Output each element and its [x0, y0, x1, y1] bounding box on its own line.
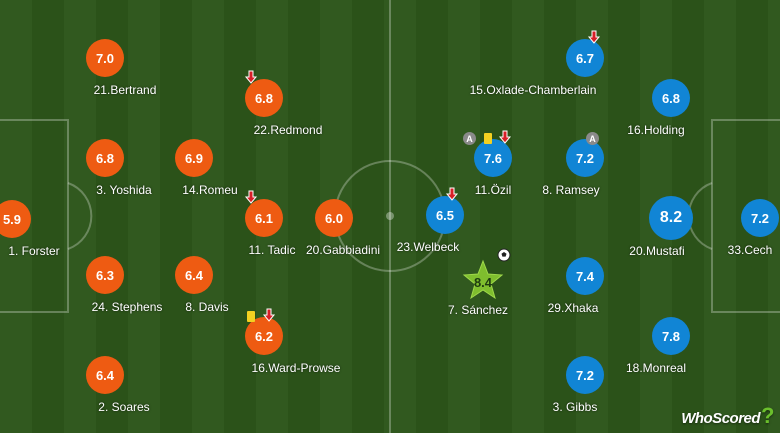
player-label: 29.Xhaka [547, 301, 599, 315]
rating-badge: 6.3 [86, 256, 124, 294]
whoscored-logo: WhoScored? [681, 403, 774, 428]
rating-badge: 6.7 [566, 39, 604, 77]
yellow-card-icon [484, 133, 492, 144]
substitution-arrow-icon [244, 190, 258, 204]
player-label: 22.Redmond [253, 123, 323, 137]
player-label: 23.Welbeck [396, 240, 460, 254]
rating-value: 8.4 [473, 274, 493, 290]
player-label: 20.Gabbiadini [305, 243, 381, 257]
player-label: 1. Forster [8, 244, 60, 258]
rating-badge: 6.8 [86, 139, 124, 177]
player-label: 2. Soares [98, 400, 150, 414]
rating-badge: 6.5 [426, 196, 464, 234]
yellow-card-icon [247, 311, 255, 322]
man-of-the-match: 8.4 [462, 259, 504, 301]
rating-badge: 6.9 [175, 139, 213, 177]
player-label: 20.Mustafi [629, 244, 685, 258]
player-label: 16.Ward-Prowse [251, 361, 341, 375]
rating-badge: 7.6 [474, 139, 512, 177]
player-label: 3. Gibbs [552, 400, 598, 414]
player-label: 8. Ramsey [542, 183, 600, 197]
star-icon [462, 259, 504, 300]
substitution-arrow-icon [498, 130, 512, 144]
rating-badge: 6.8 [652, 79, 690, 117]
captain-icon: A [586, 132, 599, 145]
rating-badge: 6.4 [86, 356, 124, 394]
player-label: 11.Özil [474, 183, 512, 197]
rating-badge: 6.1 [245, 199, 283, 237]
rating-badge: 7.2 [566, 356, 604, 394]
rating-badge: 7.0 [86, 39, 124, 77]
football-icon [497, 248, 511, 262]
player-label: 15.Oxlade-Chamberlain [469, 83, 597, 97]
rating-badge: 7.8 [652, 317, 690, 355]
rating-badge: 7.2 [566, 139, 604, 177]
player-label: 24. Stephens [91, 300, 163, 314]
rating-badge: 5.9 [0, 200, 31, 238]
player-label: 7. Sánchez [447, 303, 509, 317]
rating-badge: 6.4 [175, 256, 213, 294]
substitution-arrow-icon [262, 308, 276, 322]
rating-badge: 8.2 [649, 196, 693, 240]
player-label: 3. Yoshida [96, 183, 152, 197]
player-label: 21.Bertrand [93, 83, 157, 97]
player-label: 18.Monreal [625, 361, 687, 375]
substitution-arrow-icon [244, 70, 258, 84]
player-label: 11. Tadic [248, 243, 296, 257]
substitution-arrow-icon [445, 187, 459, 201]
player-label: 16.Holding [627, 123, 685, 137]
rating-badge: 6.0 [315, 199, 353, 237]
player-label: 14.Romeu [182, 183, 238, 197]
rating-badge: 6.8 [245, 79, 283, 117]
rating-badge: 7.2 [741, 199, 779, 237]
substitution-arrow-icon [587, 30, 601, 44]
rating-badge: 6.2 [245, 317, 283, 355]
rating-badge: 7.4 [566, 257, 604, 295]
captain-icon: A [463, 132, 476, 145]
player-label: 8. Davis [185, 300, 229, 314]
player-label: 33.Cech [727, 243, 773, 257]
